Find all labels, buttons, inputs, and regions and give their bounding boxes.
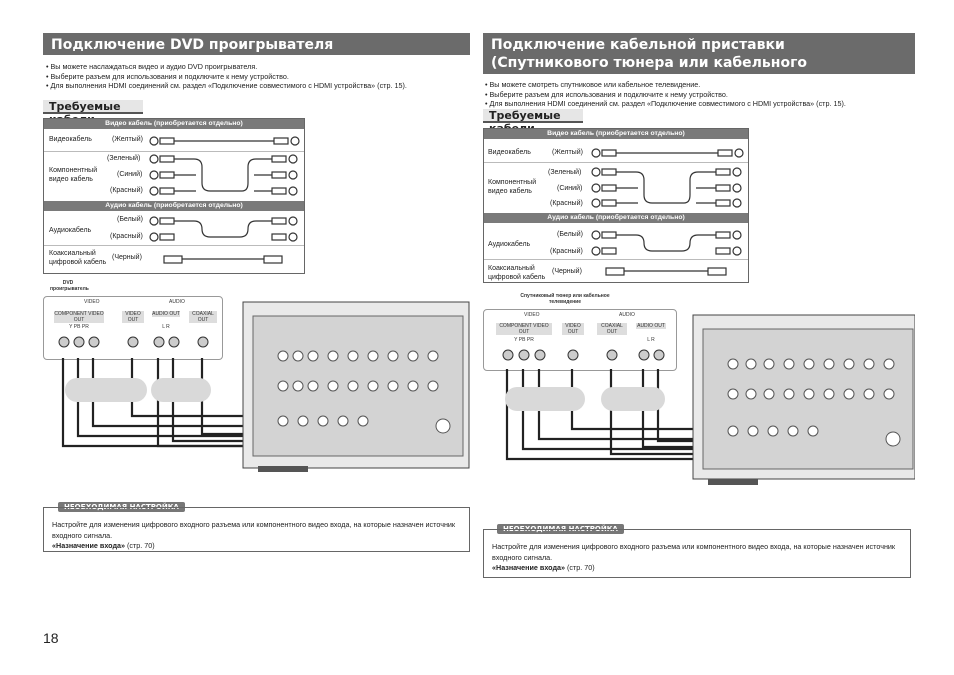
bullet: Вы можете смотреть спутниковое или кабел… xyxy=(485,80,915,90)
jack-lr-label: L R xyxy=(647,337,655,343)
note-link[interactable]: «Назначение входа» xyxy=(52,541,126,550)
jack-component-label: COMPONENT VIDEO OUT xyxy=(496,323,552,335)
audio-cable-header: Аудио кабель (приобретается отдельно) xyxy=(44,201,304,211)
sat-tuner-label: Спутниковый тюнер или кабельное телевиде… xyxy=(520,293,610,305)
jack-audio-group: AUDIO xyxy=(619,312,635,318)
jack-coaxial-label: COAXIAL OUT xyxy=(189,311,217,323)
yellow-label: (Желтый) xyxy=(552,149,583,156)
note-page: (стр. 70) xyxy=(127,541,155,550)
red-label: (Красный) xyxy=(110,187,143,194)
cable-illustrations xyxy=(149,136,300,264)
red-label-audio: (Красный) xyxy=(550,248,583,255)
coax-cable-label: Коаксиальный цифровой кабель xyxy=(488,265,546,281)
video-cable-header: Видео кабель (приобретается отдельно) xyxy=(44,119,304,129)
note-link[interactable]: «Назначение входа» xyxy=(492,563,566,572)
jack-video-out-label: VIDEO OUT xyxy=(122,311,144,323)
component-cable-label: Компонентный видео кабель xyxy=(49,167,98,183)
right-cables-title: Требуемые кабели xyxy=(483,109,583,135)
blue-label: (Синий) xyxy=(117,171,143,178)
dvd-jacks xyxy=(58,336,209,348)
green-label: (Зеленый) xyxy=(548,169,582,176)
right-bullets: Вы можете смотреть спутниковое или кабел… xyxy=(485,80,915,109)
green-label: (Зеленый) xyxy=(107,155,141,162)
red-label: (Красный) xyxy=(550,200,583,207)
jack-ypbpr-label: Y PB PR xyxy=(514,337,534,343)
audio-cable-header: Аудио кабель (приобретается отдельно) xyxy=(484,213,748,223)
bullet: Выберите разъем для использования и подк… xyxy=(485,90,915,100)
left-bullets: Вы можете наслаждаться видео и аудио DVD… xyxy=(46,62,466,91)
video-cable-label: Видеокабель xyxy=(488,149,531,156)
video-cable-header: Видео кабель (приобретается отдельно) xyxy=(484,129,748,139)
black-label: (Черный) xyxy=(552,268,582,275)
note-text: Настройте для изменения цифрового входно… xyxy=(52,520,456,540)
jack-coaxial-label: COAXIAL OUT xyxy=(597,323,627,335)
left-cable-table: Видео кабель (приобретается отдельно) Ау… xyxy=(43,118,305,274)
right-cable-table: Видео кабель (приобретается отдельно) Ау… xyxy=(483,128,749,283)
dvd-player-panel: VIDEO AUDIO COMPONENT VIDEO OUT Y PB PR … xyxy=(43,296,223,360)
sat-jacks xyxy=(502,349,665,361)
audio-cable-label: Аудиокабель xyxy=(49,227,92,234)
jack-video-group: VIDEO xyxy=(524,312,540,318)
blue-label: (Синий) xyxy=(557,185,583,192)
sat-tuner-panel: VIDEO AUDIO COMPONENT VIDEO OUT Y PB PR … xyxy=(483,309,677,371)
dvd-player-label: DVD проигрыватель xyxy=(50,280,89,292)
jack-video-group: VIDEO xyxy=(84,299,100,305)
coax-cable-label: Коаксиальный цифровой кабель xyxy=(49,250,107,266)
black-label: (Черный) xyxy=(112,254,142,261)
cable-illustrations xyxy=(591,148,744,276)
jack-audio-out-label: AUDIO OUT xyxy=(152,311,180,317)
jack-ypbpr-label: Y PB PR xyxy=(69,324,89,330)
jack-audio-out-label: AUDIO OUT xyxy=(636,323,666,329)
right-title: Подключение кабельной приставки (Спутник… xyxy=(483,33,915,89)
white-label: (Белый) xyxy=(117,216,143,223)
red-label-audio: (Красный) xyxy=(110,233,143,240)
note-text: Настройте для изменения цифрового входно… xyxy=(492,542,896,562)
component-cable-label: Компонентный видео кабель xyxy=(488,179,537,195)
left-note-box: Настройте для изменения цифрового входно… xyxy=(43,507,470,552)
left-cables-title: Требуемые кабели xyxy=(43,100,143,126)
yellow-label: (Желтый) xyxy=(112,136,143,143)
white-label: (Белый) xyxy=(557,231,583,238)
bullet: Выберите разъем для использования и подк… xyxy=(46,72,466,82)
left-receiver-diagram xyxy=(61,301,470,472)
right-note-box: Настройте для изменения цифрового входно… xyxy=(483,529,911,578)
note-page: (стр. 70) xyxy=(567,563,595,572)
left-title: Подключение DVD проигрывателя xyxy=(43,33,470,55)
right-title-line1: Подключение кабельной приставки xyxy=(491,37,785,53)
bullet: Для выполнения HDMI соединений см. разде… xyxy=(485,99,915,109)
bullet: Вы можете наслаждаться видео и аудио DVD… xyxy=(46,62,466,72)
jack-audio-group: AUDIO xyxy=(169,299,185,305)
audio-cable-label: Аудиокабель xyxy=(488,241,531,248)
jack-component-label: COMPONENT VIDEO OUT xyxy=(54,311,104,323)
right-receiver-diagram xyxy=(505,314,915,485)
bullet: Для выполнения HDMI соединений см. разде… xyxy=(46,81,466,91)
page-number: 18 xyxy=(43,630,59,646)
jack-lr-label: L R xyxy=(162,324,170,330)
video-cable-label: Видеокабель xyxy=(49,136,92,143)
jack-video-out-label: VIDEO OUT xyxy=(562,323,584,335)
